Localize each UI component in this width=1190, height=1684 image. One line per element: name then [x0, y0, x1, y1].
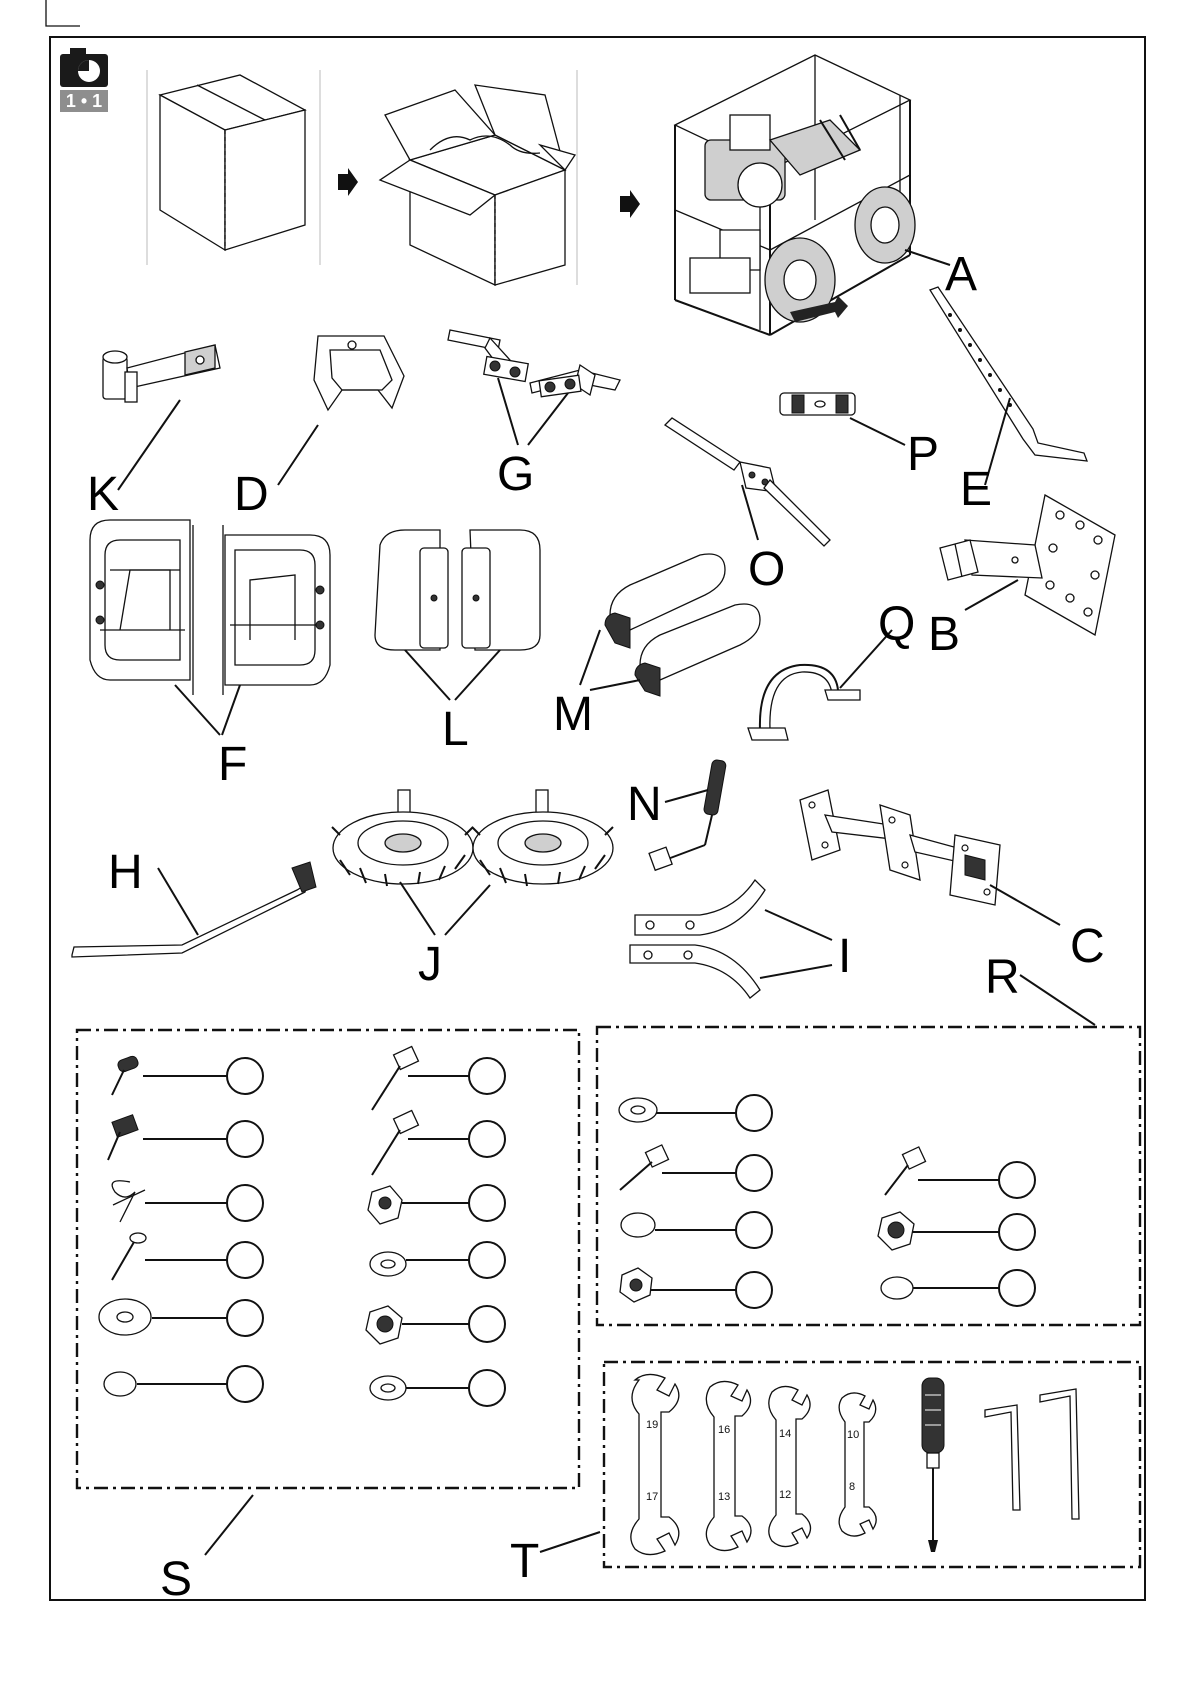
bolt-hex-long-icon — [371, 1109, 420, 1176]
part-label-q: Q — [878, 598, 915, 651]
hex-key-small-icon — [984, 1404, 1021, 1511]
part-label-i: I — [838, 930, 851, 983]
open-box-illustration — [378, 70, 578, 287]
corner-mark — [45, 0, 80, 27]
screwdriver-icon — [921, 1377, 945, 1552]
tool-kit-t-box: 19 17 16 13 14 12 10 8 — [539, 1360, 1142, 1569]
hex-key-large-icon — [1039, 1388, 1080, 1520]
part-a-tiller-crate — [673, 54, 951, 336]
wrench-size-label: 16 — [718, 1424, 730, 1436]
quantity-circles-r — [650, 1094, 1036, 1309]
bolt-hex-short-icon — [884, 1146, 927, 1196]
flat-washer-icon — [369, 1251, 407, 1277]
part-f-fender-pair — [89, 519, 331, 736]
part-label-r: R — [985, 951, 1020, 1004]
quantity-circles-s — [137, 1057, 506, 1407]
part-label-s: S — [160, 1553, 192, 1606]
part-label-n: N — [627, 778, 662, 831]
part-j-wheels — [331, 789, 614, 936]
flange-nut-icon — [619, 1267, 653, 1303]
spring-washer-icon — [620, 1212, 656, 1238]
part-label-o: O — [748, 543, 785, 596]
step-badge — [60, 48, 108, 87]
part-m-grip-pads — [579, 553, 761, 697]
part-label-b: B — [928, 608, 960, 661]
wrench-size-label: 12 — [779, 1489, 791, 1501]
part-l-side-covers — [374, 529, 541, 701]
part-label-m: M — [553, 688, 593, 741]
lock-nut-icon — [365, 1305, 403, 1345]
lock-nut-icon — [877, 1211, 915, 1251]
open-end-wrench-14-12-icon — [768, 1385, 812, 1548]
wrench-size-labels: 19 17 16 13 14 12 10 8 — [646, 1419, 859, 1503]
part-label-l: L — [442, 703, 469, 756]
part-k-hinge-bracket — [102, 344, 221, 491]
leader-s — [204, 1494, 254, 1556]
wrench-size-label: 19 — [646, 1419, 658, 1431]
part-h-bent-rod — [71, 861, 317, 958]
arrow-right-icon — [338, 168, 358, 196]
part-label-g: G — [497, 448, 534, 501]
part-label-t: T — [510, 1535, 539, 1588]
page-frame — [49, 36, 1146, 1601]
part-label-e: E — [960, 463, 992, 516]
part-q-u-clamp — [747, 629, 893, 741]
clevis-pin-icon — [111, 1232, 147, 1281]
step-number: 1 • 1 — [60, 90, 108, 112]
spring-washer-icon — [103, 1371, 137, 1397]
part-b-bracket-plate-shaft — [939, 493, 1116, 637]
flat-washer-icon — [618, 1097, 658, 1123]
bolt-hex-long-icon — [371, 1045, 420, 1111]
part-label-a: A — [945, 248, 977, 301]
leader-t — [539, 1531, 601, 1553]
part-p-clip-plate — [779, 392, 906, 446]
leader-r — [1019, 974, 1096, 1026]
part-label-p: P — [907, 428, 939, 481]
part-e-slotted-bar — [929, 286, 1088, 486]
part-d-cover-piece — [277, 335, 405, 486]
part-label-h: H — [108, 846, 143, 899]
closed-box-illustration — [146, 70, 321, 265]
bolt-hex-flange-icon — [619, 1144, 670, 1191]
arrow-right-icon — [620, 190, 640, 218]
part-label-k: K — [87, 468, 119, 521]
bolt-hex-flange-icon — [107, 1114, 139, 1161]
screw-pan-head-icon — [111, 1055, 139, 1096]
wrench-size-label: 10 — [847, 1429, 859, 1441]
open-end-wrench-10-8-icon — [838, 1392, 877, 1537]
spring-washer-icon — [880, 1276, 914, 1300]
part-o-linkage-rods — [663, 417, 831, 547]
wrench-size-label: 17 — [646, 1491, 658, 1503]
hardware-kit-r-box — [595, 1025, 1142, 1327]
part-n-crank-handle — [648, 759, 727, 872]
wrench-size-label: 13 — [718, 1491, 730, 1503]
r-clip-pin-icon — [111, 1180, 146, 1223]
flat-washer-large-icon — [98, 1298, 152, 1336]
wrench-size-label: 8 — [849, 1481, 855, 1493]
flat-washer-icon — [369, 1375, 407, 1401]
part-label-c: C — [1070, 920, 1105, 973]
part-label-j: J — [418, 938, 442, 991]
part-label-d: D — [234, 468, 269, 521]
part-g-angle-brackets — [447, 329, 621, 446]
hex-nut-icon — [367, 1185, 403, 1225]
open-end-wrench-19-17-icon — [630, 1373, 680, 1556]
hardware-kit-s-box — [75, 1028, 581, 1556]
part-c-double-plate-bracket — [799, 789, 1061, 926]
open-end-wrench-16-13-icon — [705, 1380, 752, 1552]
part-label-f: F — [218, 738, 247, 791]
part-i-curved-plates — [629, 878, 833, 999]
wrench-size-label: 14 — [779, 1428, 791, 1440]
